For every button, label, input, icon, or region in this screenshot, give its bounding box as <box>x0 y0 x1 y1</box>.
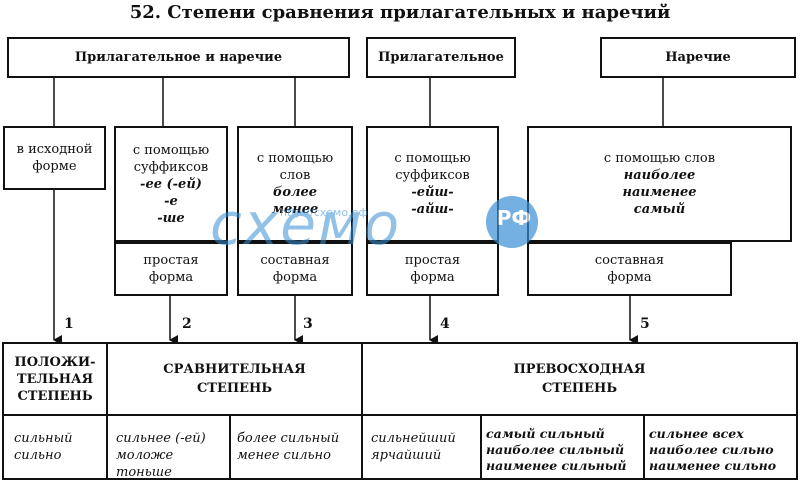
table-col-divider-3 <box>229 414 231 480</box>
arrow-number-5: 5 <box>640 316 650 332</box>
example-sup-adv-1: сильнее всех <box>649 426 744 441</box>
method-suffix-sup-line1: с помощью <box>394 151 471 166</box>
degree-positive-line2: ТЕЛЬНАЯ <box>16 371 94 387</box>
table-row-divider <box>2 414 798 416</box>
arrow-number-1: 1 <box>64 316 74 332</box>
example-sup-adv-2: наиболее сильно <box>649 442 774 457</box>
word-bolee: более <box>272 185 318 200</box>
method-initial-line2: форме <box>32 159 77 174</box>
arrow-number-4: 4 <box>440 316 450 332</box>
method-initial-line1: в исходной <box>16 142 93 157</box>
header-adv-label: Наречие <box>665 50 731 65</box>
form-simple-1-line1: простая <box>143 253 199 268</box>
suffix-e: -е <box>164 193 178 209</box>
suffix-eish: -ейш- <box>411 185 454 200</box>
degree-comparative-line1: СРАВНИТЕЛЬНАЯ <box>163 362 306 377</box>
form-simple-superlative: простая форма <box>366 242 499 296</box>
form-simple-comparative: простая форма <box>114 242 228 296</box>
example-comp-simple-3: тоньше <box>116 465 172 480</box>
example-sup-simple-1: сильнейший <box>371 431 456 446</box>
degree-positive-line3: СТЕПЕНЬ <box>17 388 93 404</box>
example-positive: сильный сильно <box>8 424 106 470</box>
degree-positive: ПОЛОЖИ- ТЕЛЬНАЯ СТЕПЕНЬ <box>4 344 106 414</box>
degree-superlative-line2: СТЕПЕНЬ <box>541 381 618 396</box>
method-words-compound: с помощью слов более менее <box>237 126 353 242</box>
degree-superlative: ПРЕВОСХОДНАЯ СТЕПЕНЬ <box>363 344 796 414</box>
example-positive-1: сильный <box>14 431 73 446</box>
header-adj-adv-label: Прилагательное и наречие <box>74 50 283 65</box>
example-comparative-simple: сильнее (-ей) моложе тоньше <box>110 424 228 487</box>
form-compound-superlative: составная форма <box>527 242 732 296</box>
form-compound-2-line2: форма <box>607 270 652 285</box>
example-superlative-compound-adj: самый сильный наиболее сильный наименее … <box>482 420 643 480</box>
word-naimenee: наименее <box>622 185 697 200</box>
example-sup-adj-3: наименее сильный <box>486 458 627 473</box>
form-compound-1-line1: составная <box>260 253 330 268</box>
example-comp-simple-2: моложе <box>116 448 174 463</box>
degree-comparative: СРАВНИТЕЛЬНАЯ СТЕПЕНЬ <box>108 344 361 414</box>
method-suffix-simple-line1: с помощью <box>132 142 210 158</box>
header-adj-adv: Прилагательное и наречие <box>7 37 350 78</box>
example-sup-adv-3: наименее сильно <box>649 458 777 473</box>
method-words-compound-line2: слов <box>279 168 311 183</box>
header-adj: Прилагательное <box>366 37 516 78</box>
method-suffix-sup-line2: суффиксов <box>395 168 470 183</box>
degrees-table <box>2 342 798 480</box>
example-comp-simple-1: сильнее (-ей) <box>116 431 206 446</box>
arrow-number-2: 2 <box>182 316 192 332</box>
table-col-divider-5 <box>643 414 645 480</box>
suffix-she: -ше <box>157 210 185 226</box>
example-superlative-simple: сильнейший ярчайший <box>365 424 480 470</box>
form-compound-comparative: составная форма <box>237 242 353 296</box>
header-adv: Наречие <box>600 37 796 78</box>
method-words-sup-line1: с помощью слов <box>603 151 716 166</box>
form-simple-2-line2: форма <box>410 270 455 285</box>
degree-positive-line1: ПОЛОЖИ- <box>14 354 96 370</box>
form-compound-2-line1: составная <box>594 253 665 268</box>
page-title: 52. Степени сравнения прилагательных и н… <box>129 2 671 23</box>
example-comparative-compound: более сильный менее сильно <box>231 424 361 470</box>
method-initial-form: в исходной форме <box>3 126 106 190</box>
arrow-number-3: 3 <box>303 316 313 332</box>
table-col-divider-1 <box>106 342 108 480</box>
degree-superlative-line1: ПРЕВОСХОДНАЯ <box>513 362 646 377</box>
example-sup-adj-1: самый сильный <box>486 426 605 441</box>
example-positive-2: сильно <box>14 448 62 463</box>
table-col-divider-2 <box>361 342 363 480</box>
method-suffix-simple-line2: суффиксов <box>133 159 209 175</box>
suffix-aish: -айш- <box>411 202 454 217</box>
word-naibolee: наиболее <box>623 168 696 183</box>
method-suffix-superlative: с помощью суффиксов -ейш- -айш- <box>366 126 499 242</box>
example-sup-adj-2: наиболее сильный <box>486 442 625 457</box>
word-samyi: самый <box>633 202 686 217</box>
degree-comparative-line2: СТЕПЕНЬ <box>196 381 273 396</box>
header-adj-label: Прилагательное <box>378 50 504 65</box>
form-simple-1-line2: форма <box>148 270 194 285</box>
form-compound-1-line2: форма <box>272 270 318 285</box>
example-superlative-compound-adv: сильнее всех наиболее сильно наименее си… <box>645 420 798 480</box>
suffix-ee: -ее (-ей) <box>140 176 202 192</box>
example-comp-compound-2: менее сильно <box>237 448 331 463</box>
example-comp-compound-1: более сильный <box>237 431 340 446</box>
form-simple-2-line1: простая <box>404 253 461 268</box>
example-sup-simple-2: ярчайший <box>371 448 442 463</box>
word-menee: менее <box>271 202 319 217</box>
method-suffix-simple: с помощью суффиксов -ее (-ей) -е -ше <box>114 126 228 242</box>
method-words-compound-line1: с помощью <box>256 151 334 166</box>
table-col-divider-4 <box>480 414 482 480</box>
method-words-superlative: с помощью слов наиболее наименее самый <box>527 126 792 242</box>
